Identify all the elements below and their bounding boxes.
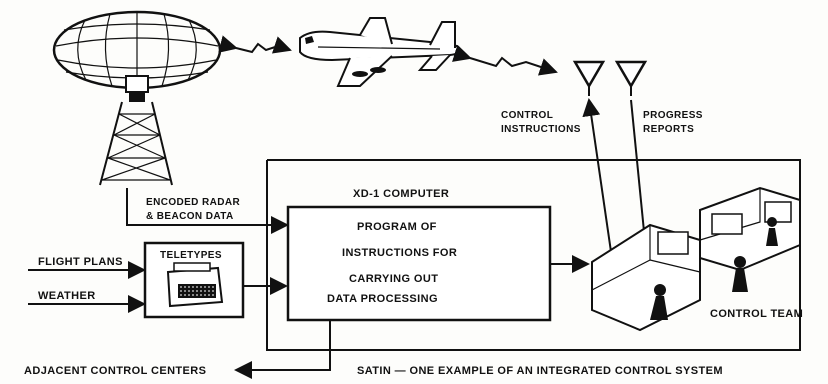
computer-title: XD-1 COMPUTER xyxy=(353,188,449,200)
teletypes-label: TELETYPES xyxy=(160,250,222,261)
encoded-radar-label-1: ENCODED RADAR xyxy=(146,197,240,208)
control-instructions-label-1: CONTROL xyxy=(501,110,553,121)
program-line-1: PROGRAM OF xyxy=(357,221,437,233)
flight-plans-label: FLIGHT PLANS xyxy=(38,256,123,268)
control-consoles-icon xyxy=(591,186,801,332)
radar-antenna-icon xyxy=(52,10,222,186)
teletype-icon xyxy=(166,262,224,308)
jet-airplane-icon xyxy=(299,17,462,87)
program-line-3: CARRYING OUT xyxy=(349,273,438,285)
adjacent-centers-label: ADJACENT CONTROL CENTERS xyxy=(24,365,206,377)
computer-box xyxy=(286,205,552,322)
program-line-4: DATA PROCESSING xyxy=(327,293,438,305)
control-instructions-label-2: INSTRUCTIONS xyxy=(501,124,581,135)
antenna-icon xyxy=(572,60,648,96)
progress-reports-label-2: REPORTS xyxy=(643,124,694,135)
progress-reports-label-1: PROGRESS xyxy=(643,110,703,121)
weather-label: WEATHER xyxy=(38,290,96,302)
control-team-label: CONTROL TEAM xyxy=(710,308,803,320)
caption: SATIN — ONE EXAMPLE OF AN INTEGRATED CON… xyxy=(357,365,723,377)
encoded-radar-label-2: & BEACON DATA xyxy=(146,211,234,222)
program-line-2: INSTRUCTIONS FOR xyxy=(342,247,457,259)
